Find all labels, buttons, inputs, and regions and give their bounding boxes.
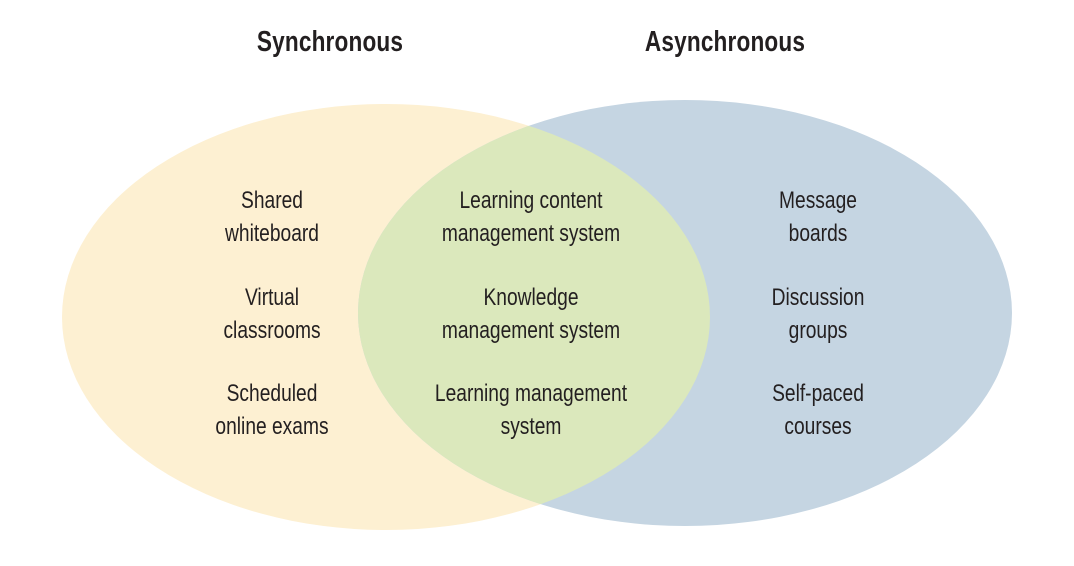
item-line: classrooms: [223, 317, 321, 344]
item-line: groups: [788, 317, 848, 344]
item-line: Discussion: [771, 284, 865, 311]
overlap-item-lms: Learning management system: [403, 377, 659, 443]
item-line: online exams: [215, 413, 329, 440]
asynchronous-title: Asynchronous: [644, 26, 806, 58]
item-line: boards: [788, 220, 848, 247]
item-line: Learning content: [459, 187, 603, 214]
sync-item-shared-whiteboard: Shared whiteboard: [144, 184, 400, 250]
item-line: Scheduled: [226, 380, 318, 407]
item-line: Shared: [241, 187, 303, 214]
item-line: management system: [441, 317, 621, 344]
item-line: courses: [784, 413, 852, 440]
async-item-discussion-groups: Discussion groups: [690, 281, 946, 347]
item-line: system: [500, 413, 562, 440]
item-line: Learning management: [434, 380, 628, 407]
overlap-region: [358, 104, 710, 526]
item-line: whiteboard: [225, 220, 319, 247]
async-item-message-boards: Message boards: [690, 184, 946, 250]
async-item-self-paced-courses: Self-paced courses: [690, 377, 946, 443]
overlap-item-kms: Knowledge management system: [403, 281, 659, 347]
item-line: Self-paced: [772, 380, 864, 407]
item-line: Message: [779, 187, 857, 214]
item-line: Virtual: [244, 284, 300, 311]
overlap-item-lcms: Learning content management system: [403, 184, 659, 250]
synchronous-title: Synchronous: [256, 26, 404, 58]
item-line: Knowledge: [483, 284, 579, 311]
item-line: management system: [441, 220, 621, 247]
sync-item-virtual-classrooms: Virtual classrooms: [144, 281, 400, 347]
sync-item-scheduled-online-exams: Scheduled online exams: [144, 377, 400, 443]
